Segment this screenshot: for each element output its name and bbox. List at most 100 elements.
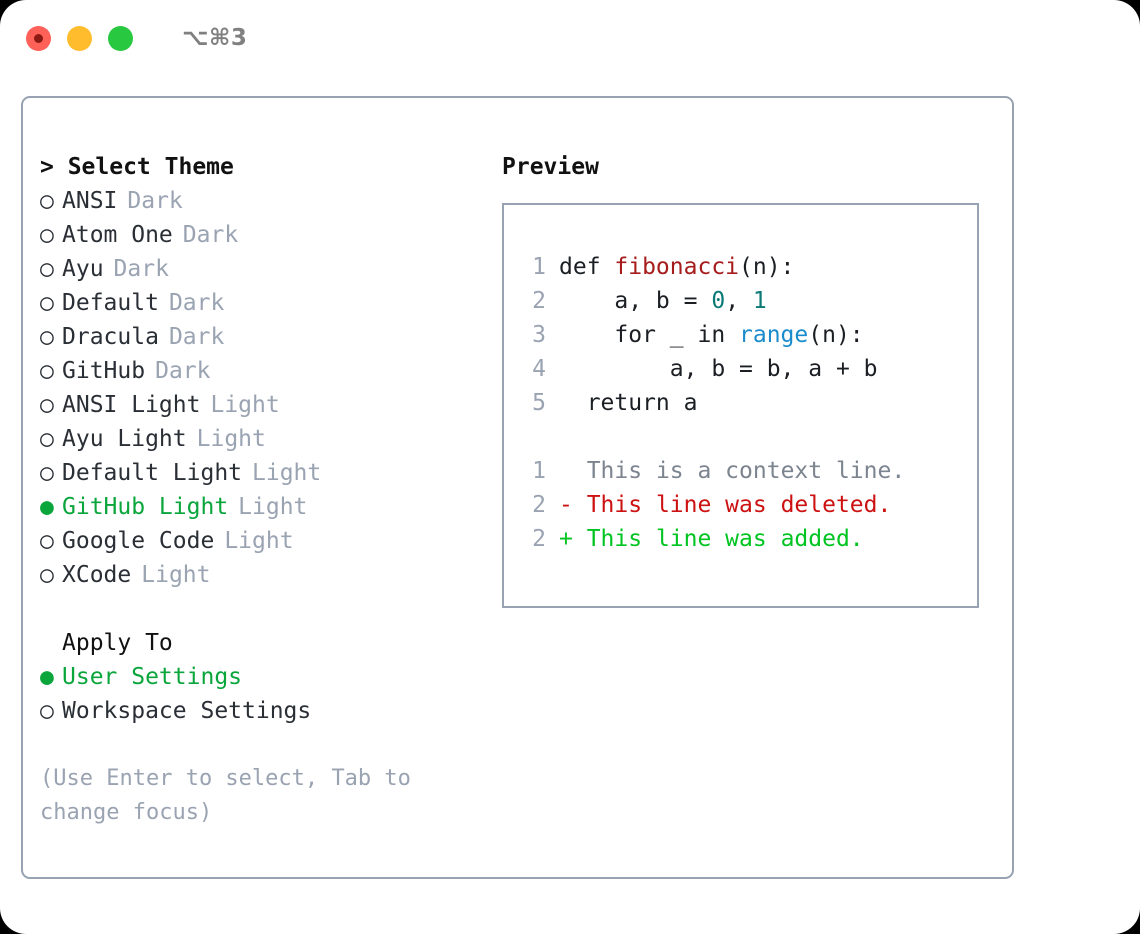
apply-to-list[interactable]: ● User Settings ○ Workspace Settings <box>40 660 490 728</box>
radio-unselected-icon: ○ <box>40 460 54 486</box>
code-line: 2 a, b = 0, 1 <box>520 284 905 318</box>
code-token-plain: def <box>559 254 615 280</box>
theme-variant-badge: Light <box>224 528 294 554</box>
code-token-plain: a, b = <box>559 288 712 314</box>
code-line: 5 return a <box>520 386 905 420</box>
theme-option-label: Default Light <box>62 460 243 486</box>
theme-variant-badge: Dark <box>168 324 225 350</box>
diff-sign <box>559 454 587 488</box>
hint-spacer <box>40 728 490 762</box>
diff-line-text: This line was deleted. <box>586 492 892 518</box>
section-spacer <box>40 592 490 626</box>
theme-variant-badge: Dark <box>182 222 239 248</box>
apply-option-user-settings[interactable]: ● User Settings <box>40 660 490 694</box>
close-icon <box>34 33 43 43</box>
code-token-plain: for _ in <box>559 322 740 348</box>
theme-option-ansi-light[interactable]: ○ ANSI Light Light <box>40 388 490 422</box>
code-line: 4 a, b = b, a + b <box>520 352 905 386</box>
line-number: 2 <box>532 526 546 552</box>
radio-unselected-icon: ○ <box>40 222 54 248</box>
code-token-num: 0 <box>711 288 726 314</box>
code-line-text: def fibonacci(n): <box>559 250 794 284</box>
theme-option-label: Atom One <box>62 222 173 248</box>
radio-unselected-icon: ○ <box>40 358 54 384</box>
theme-option-label: ANSI <box>62 188 118 214</box>
radio-selected-icon: ● <box>40 494 54 520</box>
theme-variant-badge: Light <box>196 426 266 452</box>
radio-unselected-icon: ○ <box>40 188 54 214</box>
line-number: 1 <box>532 254 546 280</box>
code-token-plain: return a <box>559 390 698 416</box>
theme-variant-badge: Dark <box>127 188 183 214</box>
zoom-button[interactable] <box>108 25 133 51</box>
preview-column: Preview <box>502 150 992 184</box>
radio-unselected-icon: ○ <box>40 392 54 418</box>
theme-option-github[interactable]: ○ GitHub Dark <box>40 354 490 388</box>
radio-unselected-icon: ○ <box>40 426 54 452</box>
line-number: 3 <box>532 322 546 348</box>
radio-unselected-icon: ○ <box>40 324 54 350</box>
line-number: 4 <box>532 356 546 382</box>
keyboard-hint-text: (Use Enter to select, Tab to change focu… <box>40 766 425 825</box>
code-token-num: 1 <box>752 288 767 314</box>
theme-variant-badge: Light <box>238 494 308 520</box>
code-line: 1 def fibonacci(n): <box>520 250 905 284</box>
preview-header: Preview <box>502 154 599 180</box>
theme-variant-badge: Light <box>210 392 280 418</box>
theme-option-github-light[interactable]: ● GitHub Light Light <box>40 490 490 524</box>
keyboard-shortcut-label: ⌥⌘3 <box>182 25 248 51</box>
diff-sign: + <box>559 526 587 552</box>
apply-to-header: Apply To <box>62 630 173 656</box>
theme-variant-badge: Dark <box>155 358 211 384</box>
theme-option-label: Dracula <box>62 324 159 350</box>
apply-option-workspace-settings[interactable]: ○ Workspace Settings <box>40 694 490 728</box>
theme-option-default-light[interactable]: ○ Default Light Light <box>40 456 490 490</box>
diff-line-text: This line was added. <box>586 526 864 552</box>
line-number: 2 <box>532 288 546 314</box>
diff-line-del: 2- This line was deleted. <box>520 488 905 522</box>
radio-unselected-icon: ○ <box>40 290 54 316</box>
theme-option-ansi[interactable]: ○ ANSI Dark <box>40 184 490 218</box>
theme-option-atom-one[interactable]: ○ Atom One Dark <box>40 218 490 252</box>
theme-variant-badge: Light <box>252 460 322 486</box>
close-button[interactable] <box>26 25 51 51</box>
theme-option-label: Google Code <box>62 528 215 554</box>
radio-selected-icon: ● <box>40 664 54 690</box>
theme-option-label: XCode <box>62 562 132 588</box>
theme-option-dracula[interactable]: ○ Dracula Dark <box>40 320 490 354</box>
line-number: 1 <box>532 458 546 484</box>
theme-option-label: ANSI Light <box>62 392 201 418</box>
code-token-plain: (n): <box>808 322 864 348</box>
theme-option-label: Ayu <box>62 256 104 282</box>
minimize-button[interactable] <box>67 25 92 51</box>
code-line-text: return a <box>559 386 698 420</box>
code-line: 3 for _ in range(n): <box>520 318 905 352</box>
apply-option-label: Workspace Settings <box>62 698 312 724</box>
theme-option-label: Default <box>62 290 159 316</box>
theme-variant-badge: Light <box>141 562 211 588</box>
code-diff-separator <box>520 420 905 454</box>
select-theme-header: > Select Theme <box>40 154 234 180</box>
theme-option-label: GitHub <box>62 358 146 384</box>
diff-line-add: 2 + This line was added. <box>520 522 905 556</box>
diff-sign: - <box>559 492 587 518</box>
theme-option-label: GitHub Light <box>62 494 229 520</box>
radio-unselected-icon: ○ <box>40 698 54 724</box>
apply-option-label: User Settings <box>62 664 243 690</box>
code-line-text: a, b = b, a + b <box>559 352 878 386</box>
code-token-fn: fibonacci <box>614 254 740 280</box>
diff-line-ctx: 1 This is a context line. <box>520 454 905 488</box>
diff-line-text: This is a context line. <box>586 458 906 484</box>
code-token-plain: , <box>725 288 753 314</box>
